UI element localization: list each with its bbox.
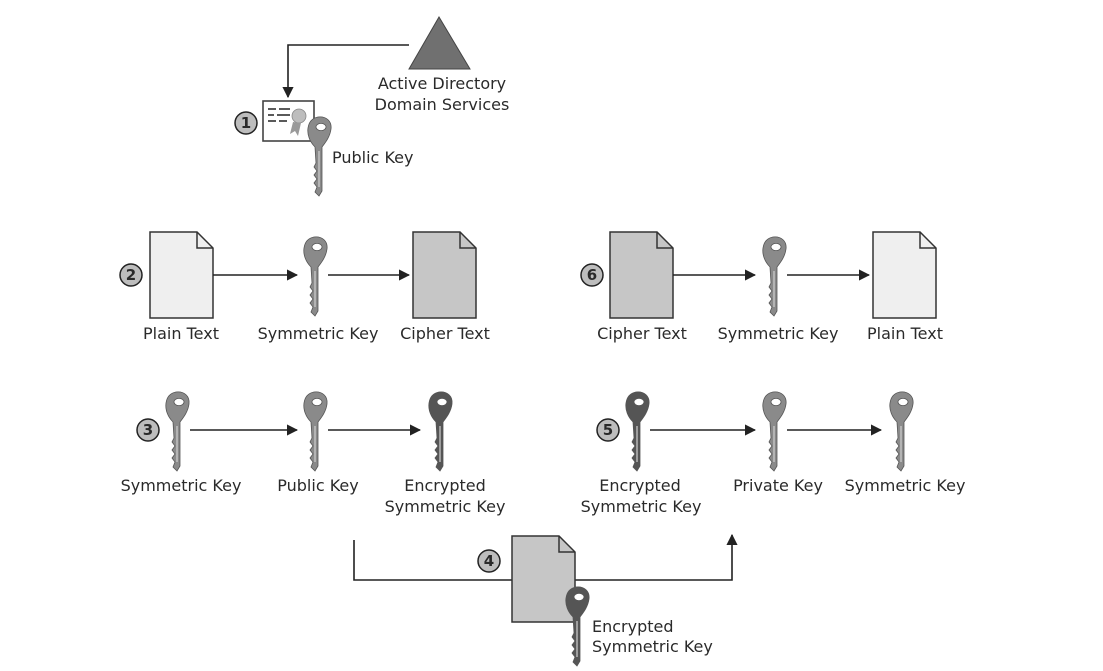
certificate-icon [262, 100, 315, 142]
plain-text-document-icon-step6 [872, 231, 937, 319]
step2-badge: 2 [119, 263, 143, 287]
transfer-line-right-arrow [574, 533, 738, 581]
symmetric-key-label-step3: Symmetric Key [121, 476, 242, 495]
plain-text-label-step6: Plain Text [867, 324, 943, 343]
cipher-text-label-step2: Cipher Text [400, 324, 490, 343]
symmetric-key-label-step5: Symmetric Key [845, 476, 966, 495]
ad-to-certificate-arrow [282, 44, 409, 99]
symmetric-key-icon-step5 [889, 391, 914, 472]
encrypted-label-line2-step5: Symmetric Key [581, 497, 702, 516]
encrypted-label-line2-step3: Symmetric Key [385, 497, 506, 516]
cipher-text-label-step6: Cipher Text [597, 324, 687, 343]
transfer-line-left [353, 540, 512, 581]
symmetric-key-icon-step3 [165, 391, 190, 472]
cipher-text-document-icon [412, 231, 477, 319]
step4-badge: 4 [477, 549, 501, 573]
encrypted-symmetric-key-icon-step5 [625, 391, 650, 472]
cipher-text-document-icon-step6 [609, 231, 674, 319]
symmetric-key-icon-step2 [303, 236, 328, 317]
step3-badge: 3 [136, 418, 160, 442]
plain-text-document-icon [149, 231, 214, 319]
ad-label-line1: Active Directory [378, 74, 506, 93]
symmetric-key-icon-step6 [762, 236, 787, 317]
encrypted-label-line1-step3: Encrypted [404, 476, 486, 495]
encrypted-symmetric-key-icon-step3 [428, 391, 453, 472]
svg-text:4: 4 [484, 552, 494, 570]
public-key-label-step1: Public Key [332, 148, 413, 167]
step6-badge: 6 [580, 263, 604, 287]
svg-text:2: 2 [126, 266, 136, 284]
active-directory-triangle [408, 16, 471, 70]
plain-text-label-step2: Plain Text [143, 324, 219, 343]
public-key-icon-step1 [307, 116, 332, 197]
step1-badge: 1 [234, 111, 258, 135]
private-key-icon-step5 [762, 391, 787, 472]
svg-text:3: 3 [143, 421, 153, 439]
public-key-icon-step3 [303, 391, 328, 472]
encrypted-symmetric-key-icon-step4 [565, 586, 590, 667]
symmetric-key-label-step6: Symmetric Key [718, 324, 839, 343]
public-key-label-step3: Public Key [277, 476, 358, 495]
symmetric-key-label-step2: Symmetric Key [258, 324, 379, 343]
svg-text:5: 5 [603, 421, 613, 439]
step5-badge: 5 [596, 418, 620, 442]
private-key-label-step5: Private Key [733, 476, 823, 495]
encrypted-label-line2-step4: Symmetric Key [592, 637, 713, 656]
svg-text:6: 6 [587, 266, 597, 284]
ad-label-line2: Domain Services [375, 95, 510, 114]
encrypted-label-line1-step4: Encrypted [592, 617, 674, 636]
svg-text:1: 1 [241, 114, 251, 132]
encrypted-label-line1-step5: Encrypted [599, 476, 681, 495]
encrypted-message-document-icon [511, 535, 576, 623]
